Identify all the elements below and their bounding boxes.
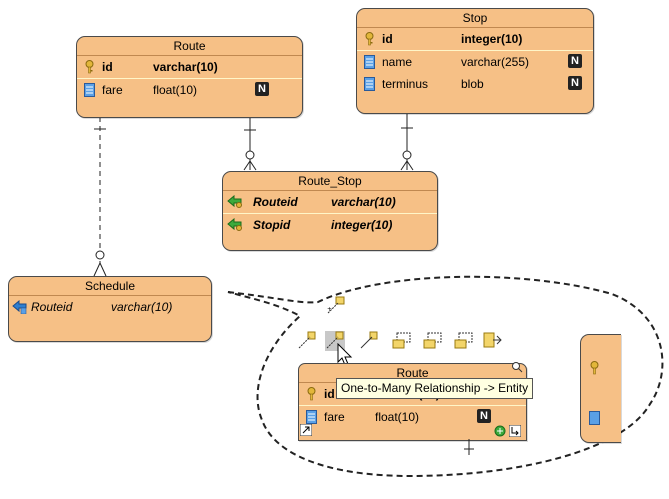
column-name: Routeid [253, 195, 298, 209]
column-type: varchar(255) [461, 55, 530, 69]
column-icon [589, 411, 600, 425]
nullable-badge: N [568, 54, 582, 68]
column-row[interactable]: fare float(10) N [299, 406, 526, 428]
entity-title: Stop [357, 9, 593, 28]
many-to-many-relationship-entity-tool[interactable] [359, 331, 379, 351]
entity-title: Route [77, 37, 302, 56]
one-to-one-relationship-tool[interactable]: + [326, 296, 346, 316]
tooltip-text: One-to-Many Relationship -> Entity [341, 381, 529, 395]
entity-route-stop[interactable]: Route_Stop Routeid varchar(10) Stopid in… [222, 171, 438, 251]
column-row[interactable]: Routeid varchar(10) [9, 296, 211, 318]
column-row[interactable]: name varchar(255) N [357, 51, 593, 73]
nullable-badge: N [568, 76, 582, 90]
key-icon [590, 361, 599, 375]
connector-stub [464, 439, 474, 455]
entity-schedule[interactable]: Schedule Routeid varchar(10) [8, 276, 212, 342]
column-type: float(10) [375, 410, 420, 424]
foreign-key-icon [12, 300, 27, 314]
column-type: integer(10) [461, 32, 523, 46]
column-name: fare [324, 410, 345, 424]
nullable-badge: N [477, 409, 491, 423]
trigger-tool[interactable] [454, 331, 474, 351]
zoom-entity-partial[interactable] [580, 334, 621, 443]
column-icon [364, 55, 375, 69]
column-name: Routeid [31, 300, 73, 314]
entity-stop[interactable]: Stop id integer(10) name varchar(255) N [356, 8, 594, 114]
column-type: integer(10) [331, 218, 393, 232]
key-icon [307, 387, 316, 401]
column-name: id [102, 60, 113, 74]
table-view-tool[interactable] [392, 331, 412, 351]
add-icon[interactable] [494, 425, 506, 437]
column-row[interactable]: Stopid integer(10) [223, 214, 437, 236]
connector-stop-routestop[interactable] [400, 113, 414, 171]
svg-text:+: + [327, 306, 332, 313]
column-icon [84, 83, 95, 97]
stored-procedure-tool[interactable] [423, 331, 443, 351]
column-name: Stopid [253, 218, 291, 232]
resize-handle-icon[interactable] [300, 424, 312, 436]
column-type: float(10) [153, 83, 198, 97]
zoom-entity-route[interactable]: Route id varchar(10) fare float(10) N [298, 363, 527, 441]
column-name: id [382, 32, 393, 46]
key-icon [365, 32, 374, 46]
column-name: fare [102, 83, 123, 97]
sequence-tool[interactable] [483, 331, 503, 351]
entity-title: Schedule [9, 277, 211, 296]
search-icon[interactable] [511, 361, 523, 373]
nullable-badge: N [255, 82, 269, 96]
column-name: id [324, 387, 335, 401]
column-icon [364, 77, 375, 91]
column-name: name [382, 55, 413, 69]
one-to-one-relationship-entity-tool[interactable] [297, 331, 317, 351]
key-icon [85, 60, 94, 74]
column-type: varchar(10) [111, 300, 173, 314]
entity-title: Route_Stop [223, 172, 437, 191]
column-row[interactable]: id varchar(10) [77, 56, 302, 79]
column-row[interactable]: terminus blob N [357, 73, 593, 95]
column-type: varchar(10) [153, 60, 218, 74]
column-row[interactable]: fare float(10) N [77, 79, 302, 101]
connector-handle-icon[interactable] [509, 425, 521, 437]
foreign-key-icon [227, 218, 242, 231]
tooltip: One-to-Many Relationship -> Entity [336, 378, 534, 399]
column-name: terminus [382, 77, 429, 91]
connector-route-schedule[interactable] [93, 117, 107, 277]
column-row[interactable]: Routeid varchar(10) [223, 191, 437, 214]
column-icon [306, 410, 317, 424]
column-type: blob [461, 77, 484, 91]
column-row[interactable]: id integer(10) [357, 28, 593, 51]
connector-route-routestop[interactable] [243, 117, 257, 171]
foreign-key-icon [227, 195, 242, 208]
entity-route[interactable]: Route id varchar(10) fare float(10) N [76, 36, 303, 118]
column-type: varchar(10) [331, 195, 396, 209]
